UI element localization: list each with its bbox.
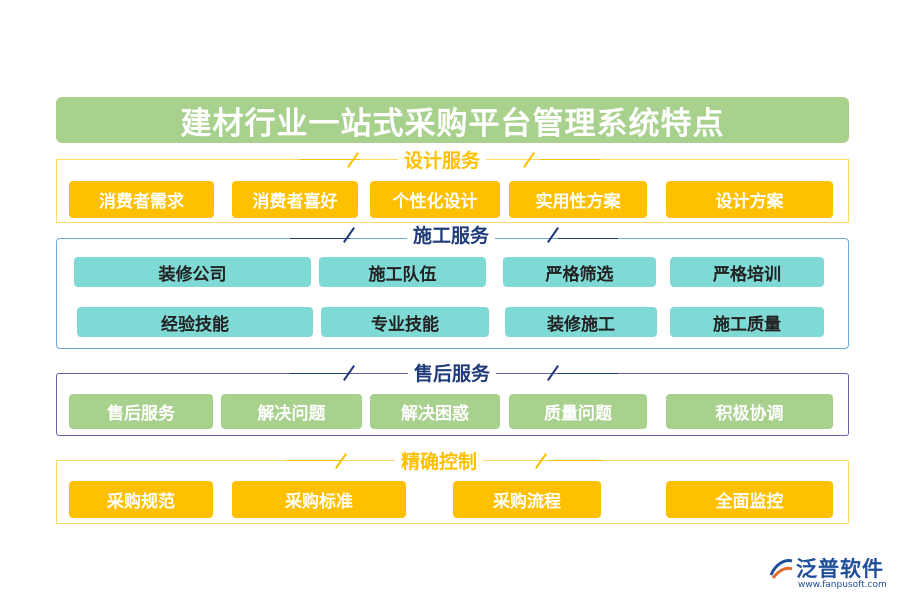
item-solve-problems: 解决问题 (221, 394, 362, 429)
item-procurement-standards: 采购标准 (232, 481, 406, 518)
section-title-design: 设计服务 (397, 149, 487, 173)
item-practical-plan: 实用性方案 (509, 181, 647, 218)
item-professional-skill: 专业技能 (321, 307, 489, 337)
item-consumer-demand: 消费者需求 (69, 181, 214, 218)
item-decoration-construction: 装修施工 (505, 307, 657, 337)
logo-url: www.fanpusoft.com (798, 580, 887, 590)
item-solve-confusion: 解决困惑 (370, 394, 500, 429)
item-strict-screening: 严格筛选 (503, 257, 656, 287)
section-title-construction: 施工服务 (406, 224, 496, 248)
section-title-line (558, 373, 618, 374)
item-experience-skill: 经验技能 (77, 307, 313, 337)
section-title-line (290, 238, 350, 239)
section-title-line (558, 238, 618, 239)
page-title: 建材行业一站式采购平台管理系统特点 (56, 97, 849, 143)
section-title-line (540, 159, 600, 160)
section-title-precise-control: 精确控制 (394, 450, 484, 474)
section-title-line (300, 159, 360, 160)
section-title-line (290, 373, 350, 374)
section-title-line (286, 460, 342, 461)
item-strict-training: 严格培训 (670, 257, 824, 287)
section-title-after-sales: 售后服务 (407, 362, 497, 386)
item-procurement-norms: 采购规范 (69, 481, 213, 518)
fanpu-logo: 泛普软件 www.fanpusoft.com (768, 552, 890, 592)
item-active-coordination: 积极协调 (666, 394, 833, 429)
item-construction-quality: 施工质量 (670, 307, 824, 337)
section-title-line (548, 460, 604, 461)
item-consumer-preference: 消费者喜好 (232, 181, 358, 218)
item-full-monitoring: 全面监控 (666, 481, 833, 518)
item-construction-team: 施工队伍 (319, 257, 486, 287)
item-personalized-design: 个性化设计 (370, 181, 500, 218)
item-decoration-company: 装修公司 (74, 257, 311, 287)
item-design-plan: 设计方案 (666, 181, 833, 218)
logo-name: 泛普软件 (796, 557, 884, 581)
fanpu-logo-icon (769, 559, 793, 579)
item-procurement-process: 采购流程 (453, 481, 601, 518)
item-after-sales-service: 售后服务 (69, 394, 213, 429)
item-quality-issues: 质量问题 (509, 394, 647, 429)
